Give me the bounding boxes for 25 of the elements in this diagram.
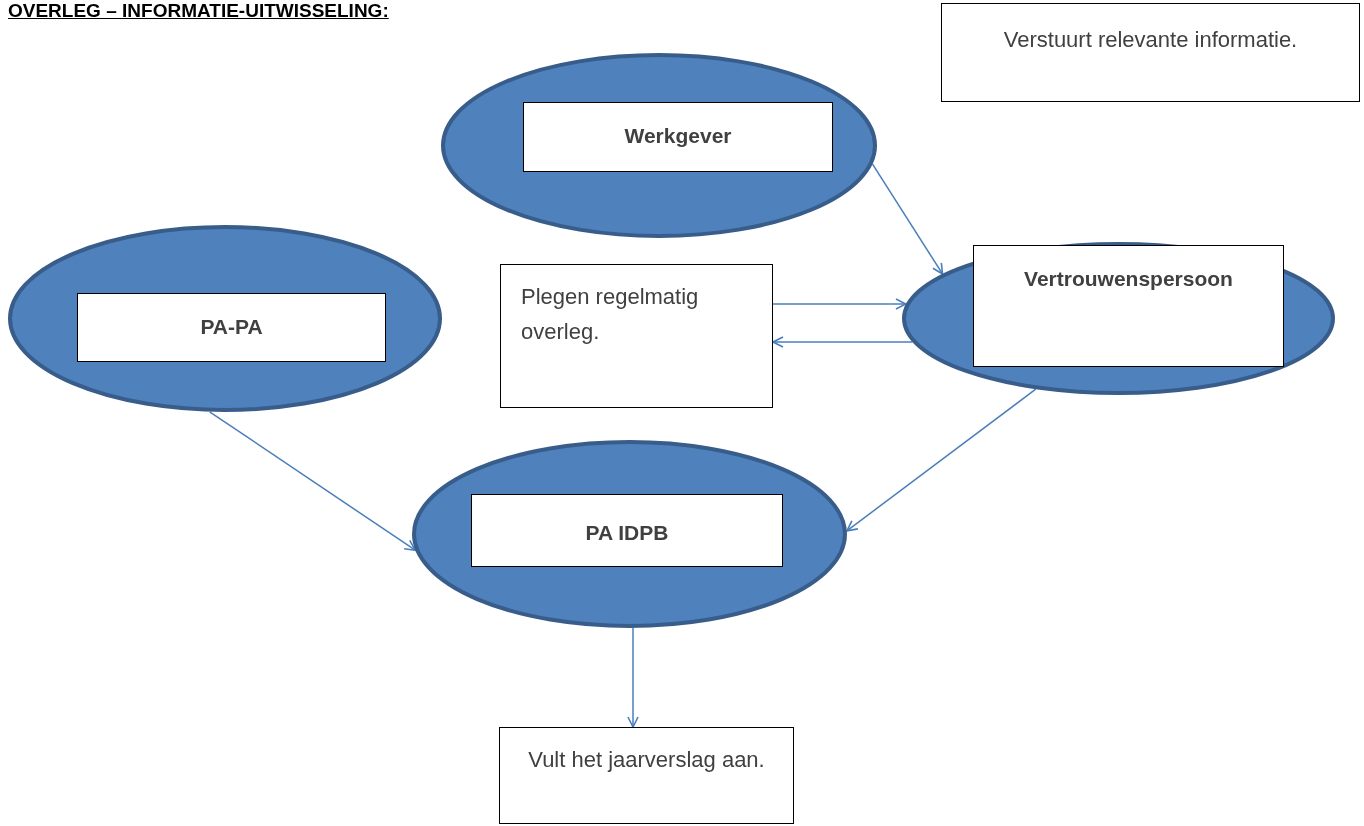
arrow (846, 388, 1037, 532)
ellipse-shape (902, 242, 1335, 395)
diagram-title: OVERLEG – INFORMATIE-UITWISSELING: (8, 0, 389, 22)
box-text: Plegen regelmatig overleg. (521, 283, 700, 347)
text-box (471, 494, 783, 567)
box-text: Vult het jaarverslag aan. (527, 746, 766, 774)
text-box (499, 727, 794, 824)
text-box (973, 245, 1284, 367)
text-box (77, 293, 386, 362)
ellipse-shape (412, 440, 847, 628)
arrow (208, 411, 417, 551)
box-text: Vertrouwenspersoon (1023, 266, 1234, 292)
arrow (627, 627, 639, 728)
box-text: PA IDPB (584, 520, 670, 546)
arrow (772, 336, 914, 348)
ellipse-shape (441, 53, 877, 238)
text-box (523, 102, 833, 172)
box-text: Verstuurt relevante informatie. (1002, 26, 1299, 54)
text-box (500, 264, 773, 408)
ellipse-shape (8, 225, 442, 412)
arrow (772, 298, 907, 310)
arrow (871, 163, 944, 275)
box-text: Werkgever (623, 123, 733, 149)
text-box (941, 3, 1360, 102)
box-text: PA-PA (199, 314, 264, 340)
